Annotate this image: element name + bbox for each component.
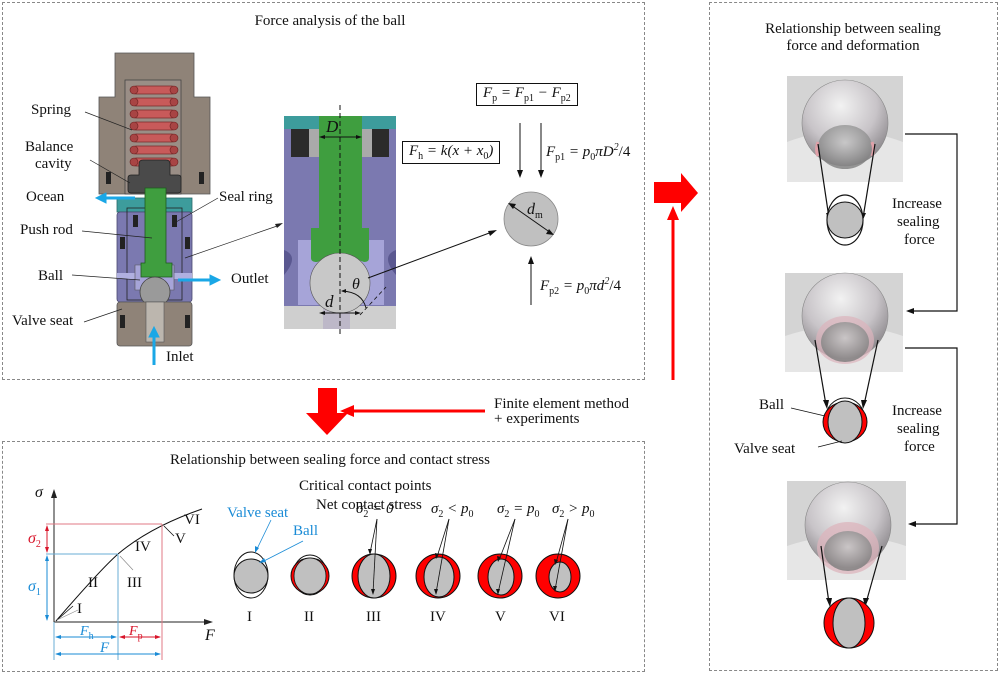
graph-stage-III: III	[127, 575, 142, 591]
state-label-VI: VI	[549, 609, 565, 625]
deformation-title-1: Relationship between sealing	[765, 21, 941, 37]
legend-valve-seat: Valve seat	[227, 505, 289, 521]
dm-label: dm	[527, 201, 543, 222]
dim-theta: θ	[352, 276, 360, 293]
label-ocean: Ocean	[26, 189, 65, 205]
condition-sigma2-gt-p0: σ2 > p0	[552, 501, 595, 520]
f-label: F	[100, 640, 110, 656]
graph-stage-IV: IV	[135, 539, 151, 555]
deformation-state-3	[823, 597, 875, 649]
fp-label: Fp	[129, 624, 143, 642]
increase-1-line-2: sealing	[897, 214, 940, 230]
increase-1-line-1: Increase	[892, 196, 942, 212]
deformation-title-2: force and deformation	[786, 38, 920, 54]
deformation-ball-label: Ball	[759, 397, 784, 413]
graph-stage-VI: VI	[184, 512, 200, 528]
render-3	[787, 481, 906, 580]
label-valve-seat: Valve seat	[12, 313, 74, 329]
sigma1-label: σ1	[28, 578, 41, 599]
label-ball: Ball	[38, 268, 63, 284]
label-push-rod: Push rod	[20, 222, 73, 238]
graph-stage-V: V	[175, 531, 186, 547]
equation-fh: Fh = k(x + x0)	[402, 141, 501, 164]
label-balance-cavity-2: cavity	[35, 156, 72, 172]
x-axis-label: F	[205, 627, 215, 644]
critical-contact-points-label: Critical contact points	[299, 478, 432, 494]
net-contact-stress-label: Net contact stress	[316, 497, 422, 513]
graph-stage-I: I	[77, 601, 82, 617]
force-analysis-panel	[2, 2, 645, 380]
label-balance-cavity-1: Balance	[25, 139, 74, 155]
dim-D: D	[326, 117, 339, 136]
legend-ball: Ball	[293, 523, 318, 539]
big-right-arrow	[654, 173, 698, 212]
state-label-III: III	[366, 609, 381, 625]
contact-stress-title: Relationship between sealing force and c…	[170, 452, 490, 468]
condition-sigma2-lt-p0: σ2 < p0	[431, 501, 474, 520]
dim-d: d	[325, 292, 334, 311]
label-outlet: Outlet	[231, 271, 269, 287]
graph-stage-II: II	[88, 575, 98, 591]
state-label-I: I	[247, 609, 252, 625]
big-down-arrow	[306, 388, 348, 435]
contact-state-II	[290, 554, 330, 596]
increase-2-line-2: sealing	[897, 421, 940, 437]
method-line-2: + experiments	[494, 411, 580, 427]
y-axis-label: σ	[35, 484, 43, 501]
contact-stress-panel	[2, 441, 645, 672]
sigma2-label: σ2	[28, 530, 41, 551]
balance-piston	[127, 159, 182, 194]
render-1	[787, 76, 903, 182]
label-spring: Spring	[31, 102, 72, 118]
render-2	[785, 272, 903, 372]
equation-fp1: Fp1 = p0πD2/4	[546, 142, 631, 163]
fh-label: Fh	[80, 624, 94, 642]
increase-2-line-1: Increase	[892, 403, 942, 419]
flow-arrows	[94, 192, 222, 365]
deformation-valve-seat-label: Valve seat	[734, 441, 796, 457]
equation-fp: Fp = Fp1 − Fp2	[476, 83, 578, 106]
contact-state-VI	[535, 553, 581, 599]
state-label-V: V	[495, 609, 506, 625]
label-seal-ring: Seal ring	[219, 189, 273, 205]
deformation-panel	[709, 2, 998, 671]
contact-state-I	[233, 551, 269, 599]
deformation-state-1	[826, 194, 864, 246]
deformation-state-2	[822, 397, 868, 444]
increase-2-line-3: force	[904, 439, 935, 455]
condition-sigma2-eq-0: σ2 = 0	[356, 501, 394, 520]
contact-state-V	[477, 553, 523, 599]
state-label-IV: IV	[430, 609, 446, 625]
state-label-II: II	[304, 609, 314, 625]
push-rod	[140, 187, 173, 278]
force-analysis-title: Force analysis of the ball	[254, 13, 406, 29]
method-line-1: Finite element method	[494, 396, 629, 412]
condition-sigma2-eq-p0: σ2 = p0	[497, 501, 540, 520]
increase-1-line-3: force	[904, 232, 935, 248]
equation-fp2: Fp2 = p0πd2/4	[540, 276, 621, 297]
label-inlet: Inlet	[166, 349, 194, 365]
